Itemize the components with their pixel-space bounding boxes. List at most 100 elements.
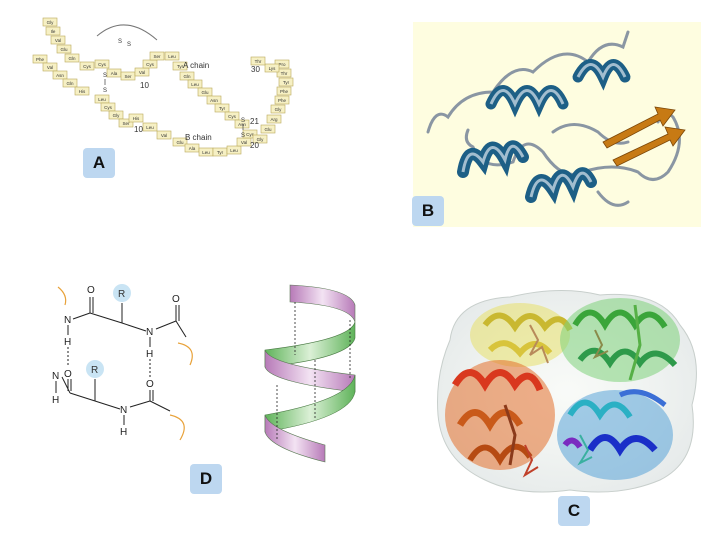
bond-4 (121, 322, 147, 332)
disulfide-s-3: S (103, 73, 107, 79)
bond-12 (149, 400, 171, 412)
residue-label: Val (161, 133, 167, 138)
residue-box: Phe (274, 95, 290, 105)
residue-box: Gly (42, 17, 58, 27)
residue-box: Phe (276, 86, 292, 96)
atom-n-1: N (64, 315, 71, 326)
residue-box: Gln (64, 53, 80, 63)
residue-label: Gly (275, 107, 283, 112)
subunit-blue (557, 389, 673, 480)
residue-label: Cys (83, 64, 91, 69)
r-group-circle-1 (113, 284, 131, 302)
residue-box: Ile (45, 26, 61, 36)
residue-box: Val (50, 35, 66, 45)
residue-box: Phe (32, 54, 48, 64)
heme-group-2 (592, 329, 609, 360)
residue-box: Glu (56, 44, 72, 54)
residue-label: Thr (281, 71, 288, 76)
residue-box: Val (42, 62, 58, 72)
residue-label: Gly (47, 20, 55, 25)
residue-box: Val (156, 130, 172, 140)
residue-box: Cys (142, 59, 158, 69)
residue-box: Glu (260, 124, 276, 134)
residue-box: Leu (198, 147, 214, 157)
residue-number-21: 21 (250, 117, 259, 126)
subunit-red (445, 360, 555, 470)
heme-group-4 (577, 434, 593, 466)
ribbon-structure-diagram (426, 30, 686, 207)
residue-box: Tyr (172, 61, 188, 71)
residue-box: Thr (250, 56, 266, 66)
alpha-helix-2 (572, 59, 631, 91)
residue-box: Cys (94, 59, 110, 69)
residue-number-20: 20 (250, 141, 259, 150)
residue-label: Asn (56, 73, 64, 78)
residue-label: Ala (111, 71, 118, 76)
residue-label: Glu (201, 90, 209, 95)
panel-label-c: C (558, 496, 590, 526)
bond-5 (155, 320, 177, 330)
residue-box: Ala (106, 68, 122, 78)
residue-box: Leu (187, 79, 203, 89)
r-group-1: R (118, 289, 125, 300)
residue-label: Tyr (177, 64, 184, 69)
residue-label: Ala (189, 146, 196, 151)
residue-label: Leu (191, 82, 199, 87)
residue-box: Glu (172, 137, 188, 147)
atom-n-3: N (52, 371, 59, 382)
residue-box: Leu (94, 94, 110, 104)
residue-label: Leu (230, 148, 238, 153)
r-group-circle-2 (86, 360, 104, 378)
residue-box: Cys (242, 129, 258, 139)
residue-box: Gly (108, 110, 124, 120)
residue-label: Cys (104, 105, 112, 110)
residue-label: Cys (246, 132, 254, 137)
orange-arrow-right-1 (177, 342, 193, 366)
residue-box: Thr (276, 68, 292, 78)
atom-o-2: O (172, 294, 180, 305)
residue-label: Gly (113, 113, 121, 118)
residue-label: Gln (183, 74, 191, 79)
residue-number-10-a: 10 (140, 81, 149, 90)
alpha-helix-1 (485, 85, 569, 118)
helix-band-1 (289, 284, 356, 323)
residue-box: Tyr (278, 77, 294, 87)
residue-label: Val (241, 140, 247, 145)
residue-label: Arg (270, 117, 278, 122)
residue-box: Gln (62, 78, 78, 88)
b-chain-label: B chain (185, 133, 212, 142)
residue-box: Gly (270, 104, 286, 114)
alpha-helix-4 (525, 167, 597, 205)
orange-arrow-top-left (57, 286, 67, 306)
panel-label-b: B (412, 196, 444, 226)
residue-box: Leu (226, 145, 242, 155)
residue-label: Gly (257, 137, 265, 142)
residue-box: Gly (252, 134, 268, 144)
residue-label: Tyr (219, 106, 226, 111)
intrachain-disulfide-arc (96, 24, 158, 41)
residue-label: His (79, 89, 86, 94)
residue-label: Ser (124, 74, 132, 79)
orange-arrow-right-2 (169, 414, 185, 441)
beta-strand-1 (602, 106, 676, 149)
atom-n-2: N (146, 327, 153, 338)
residue-box: Ser (149, 51, 165, 61)
residue-label: Ser (153, 54, 161, 59)
atom-h-3: H (52, 395, 59, 406)
r-group-2: R (91, 365, 98, 376)
disulfide-s-2: S (127, 42, 131, 48)
residue-label: Leu (146, 125, 154, 130)
residue-box: Cys (100, 102, 116, 112)
atom-h-2: H (146, 349, 153, 360)
residue-box: Leu (164, 51, 180, 61)
residue-label: Cys (98, 62, 106, 67)
residue-label: Pro (278, 62, 286, 67)
residue-box: Lys (264, 63, 280, 73)
alpha-helix-ribbon (264, 284, 356, 463)
residue-label: Leu (98, 97, 106, 102)
bond-6 (175, 320, 187, 338)
residue-box: His (128, 113, 144, 123)
hydrogen-bond-diagram: R R N O N O H H O N H N H O (52, 284, 193, 441)
residue-label: Phe (36, 57, 45, 62)
